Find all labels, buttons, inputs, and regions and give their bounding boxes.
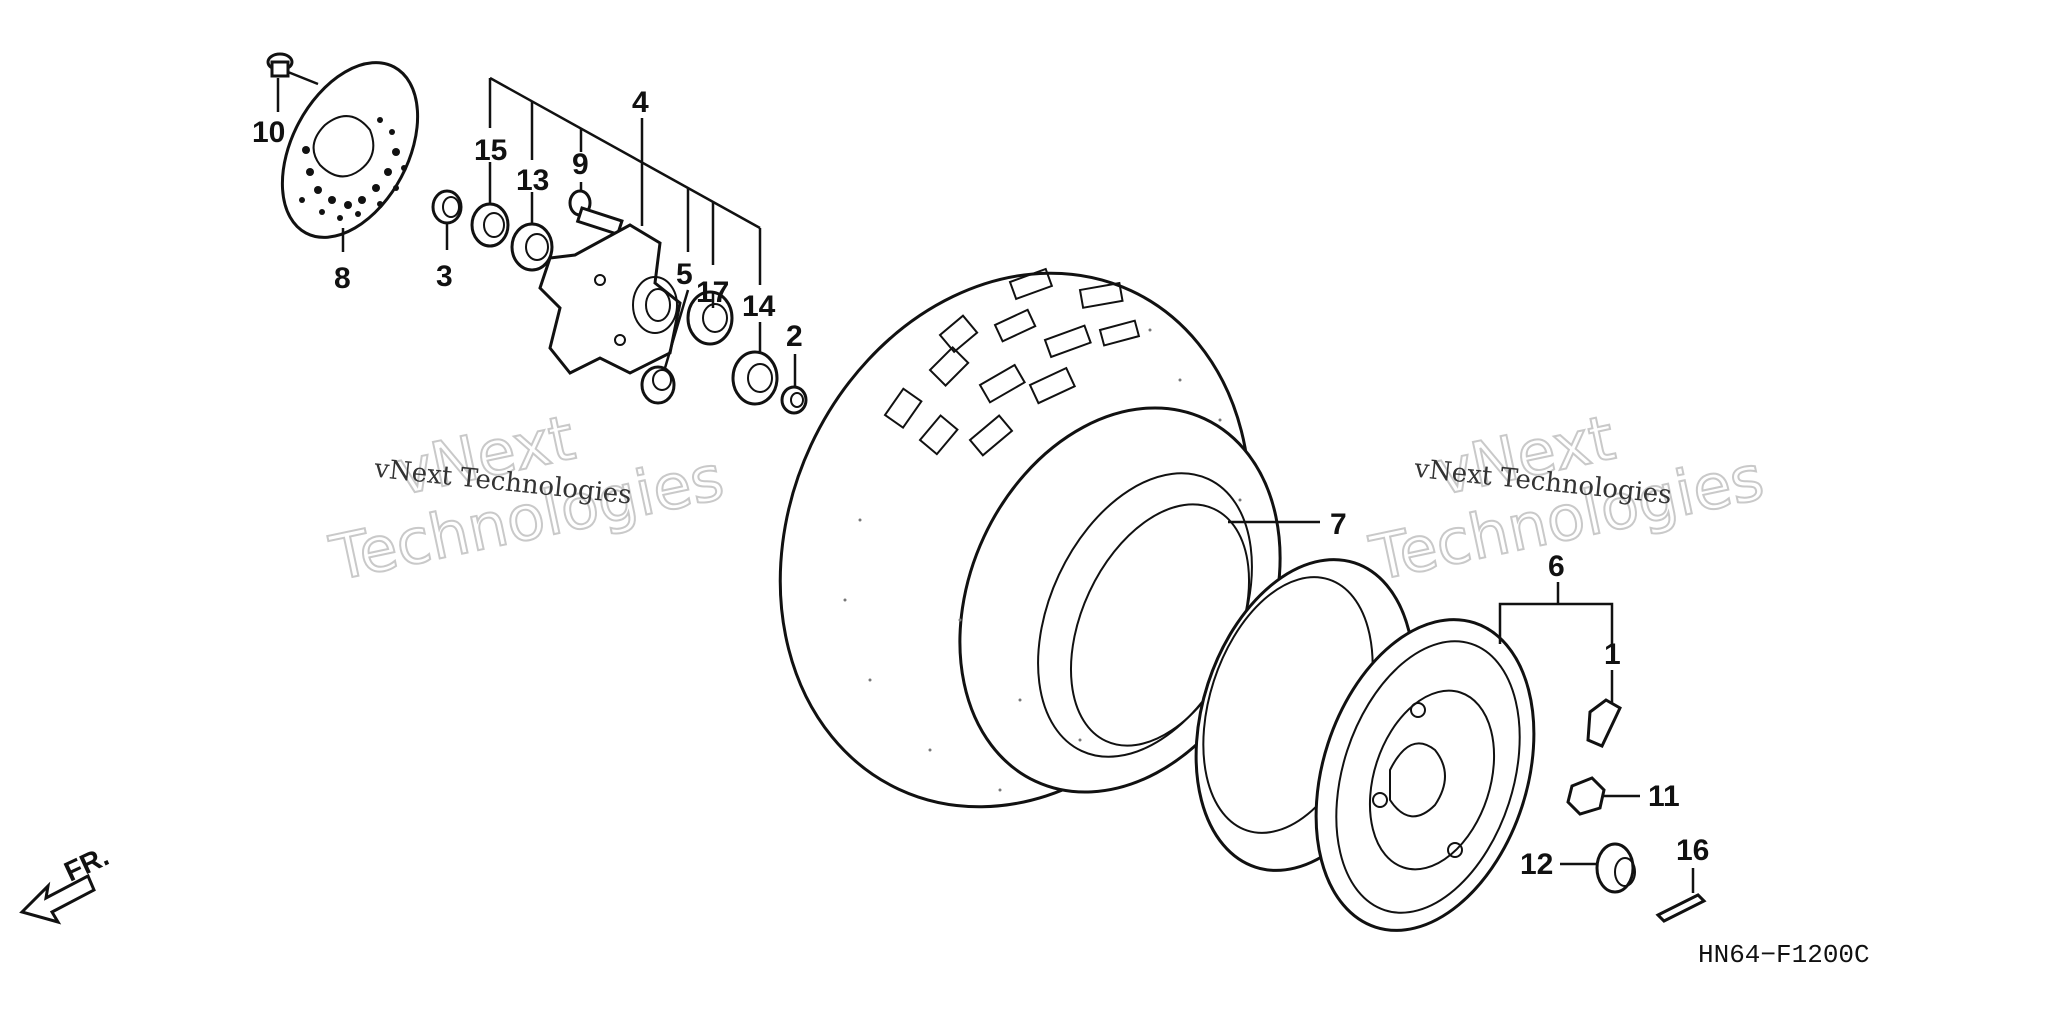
bearing-14: [731, 350, 779, 406]
wheel-nut: [1566, 776, 1606, 816]
bearing-13: [510, 222, 554, 272]
callout-12: 12: [1520, 848, 1553, 881]
callout-6: 6: [1548, 550, 1565, 583]
callout-7: 7: [1330, 508, 1347, 541]
collar-3: [431, 189, 463, 225]
collar-5: [640, 365, 676, 405]
callout-10: 10: [252, 116, 285, 149]
callout-2: 2: [786, 320, 803, 353]
callout-15: 15: [474, 134, 507, 167]
wheel-rim: [1194, 558, 1536, 932]
tire: [778, 267, 1282, 809]
air-valve: [1586, 698, 1622, 748]
callout-14: 14: [742, 290, 776, 323]
front-arrow-label: FR.: [59, 840, 113, 887]
wheel-hub: [538, 223, 682, 375]
cotter-pin: [1655, 893, 1707, 923]
bearing-17: [686, 290, 734, 346]
diagram-code: HN64−F1200C: [1698, 940, 1870, 970]
callout-8: 8: [334, 262, 351, 295]
callout-1: 1: [1604, 638, 1621, 671]
collar-2: [780, 385, 808, 415]
callout-labels: 10 8 3 15 13 9 4 5 17 14 2 7 6 1 11 12 1…: [252, 86, 1709, 881]
callout-4: 4: [632, 86, 649, 119]
bearing-15: [470, 202, 510, 248]
callout-3: 3: [436, 260, 453, 293]
front-arrow: FR.: [19, 840, 113, 925]
callout-5: 5: [676, 258, 693, 291]
leader-lines: [276, 76, 1695, 893]
callout-17: 17: [696, 276, 729, 309]
callout-16: 16: [1676, 834, 1709, 867]
disc-bolt: [266, 52, 319, 86]
callout-13: 13: [516, 164, 549, 197]
brake-disc: [280, 61, 420, 239]
callout-9: 9: [572, 148, 589, 181]
hub-bolt-9: [568, 189, 624, 237]
hub-cap: [1595, 842, 1636, 894]
callout-11: 11: [1648, 780, 1680, 813]
